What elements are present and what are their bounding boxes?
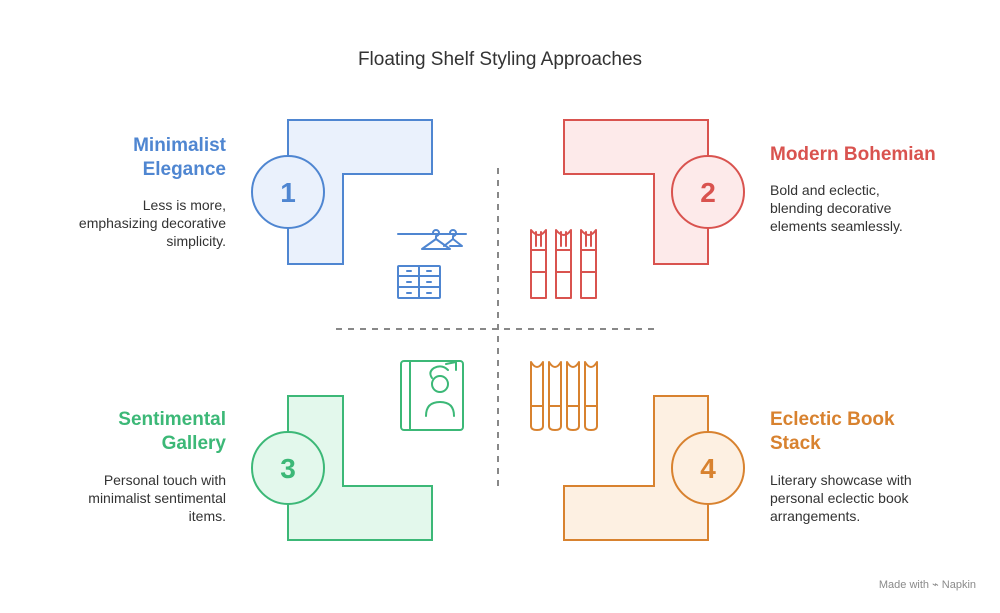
number-circle-2 xyxy=(671,155,745,229)
description-line: Literary showcase with xyxy=(770,472,912,488)
heading-minimalist-elegance: Minimalist Elegance xyxy=(133,134,226,182)
heading-line: Stack xyxy=(770,433,821,454)
made-with-napkin-footer[interactable]: Made with ⌁ Napkin xyxy=(878,579,976,591)
description-eclectic-book-stack: Literary showcase with personal eclectic… xyxy=(770,471,912,525)
description-line: arrangements. xyxy=(770,508,861,524)
number-3: 3 xyxy=(280,453,296,484)
heading-line: Sentimental xyxy=(118,409,226,430)
number-4: 4 xyxy=(700,453,716,484)
description-modern-bohemian: Bold and eclectic, blending decorative e… xyxy=(770,181,903,235)
description-line: personal eclectic book xyxy=(770,490,909,506)
description-line: simplicity. xyxy=(166,233,226,249)
description-line: Bold and eclectic, xyxy=(770,182,880,198)
heading-line: Elegance xyxy=(142,159,226,180)
description-line: Personal touch with xyxy=(103,472,226,488)
heading-sentimental-gallery: Sentimental Gallery xyxy=(118,408,226,456)
heading-line: Gallery xyxy=(161,433,226,454)
description-line: minimalist sentimental xyxy=(88,490,226,506)
number-1: 1 xyxy=(280,177,296,208)
heading-line: Modern Bohemian xyxy=(770,144,936,165)
number-circle-1 xyxy=(251,155,325,229)
heading-modern-bohemian: Modern Bohemian xyxy=(770,143,936,167)
book-stack-icon xyxy=(530,361,598,431)
page-title: Floating Shelf Styling Approaches xyxy=(357,49,643,70)
shelf-shape-2 xyxy=(563,119,709,265)
description-minimalist-elegance: Less is more, emphasizing decorative sim… xyxy=(79,196,226,250)
number-circle-4 xyxy=(671,431,745,505)
shelf-shape-4 xyxy=(563,395,709,541)
description-line: blending decorative xyxy=(770,200,892,216)
number-2: 2 xyxy=(700,177,716,208)
description-line: Less is more, xyxy=(142,197,226,213)
heading-line: Minimalist xyxy=(133,135,226,156)
bohemian-curtains-icon xyxy=(530,229,597,299)
description-sentimental-gallery: Personal touch with minimalist sentiment… xyxy=(88,471,226,525)
closet-hangers-drawers-icon xyxy=(397,229,467,299)
heading-line: Eclectic Book xyxy=(770,409,895,430)
description-line: emphasizing decorative xyxy=(78,215,226,231)
heading-eclectic-book-stack: Eclectic Book Stack xyxy=(770,408,895,456)
description-line: items. xyxy=(188,508,226,524)
photo-frame-icon xyxy=(400,360,464,431)
shelf-shape-3 xyxy=(287,395,433,541)
number-circle-3 xyxy=(251,431,325,505)
shelf-shape-1 xyxy=(287,119,433,265)
description-line: elements seamlessly. xyxy=(770,218,903,234)
